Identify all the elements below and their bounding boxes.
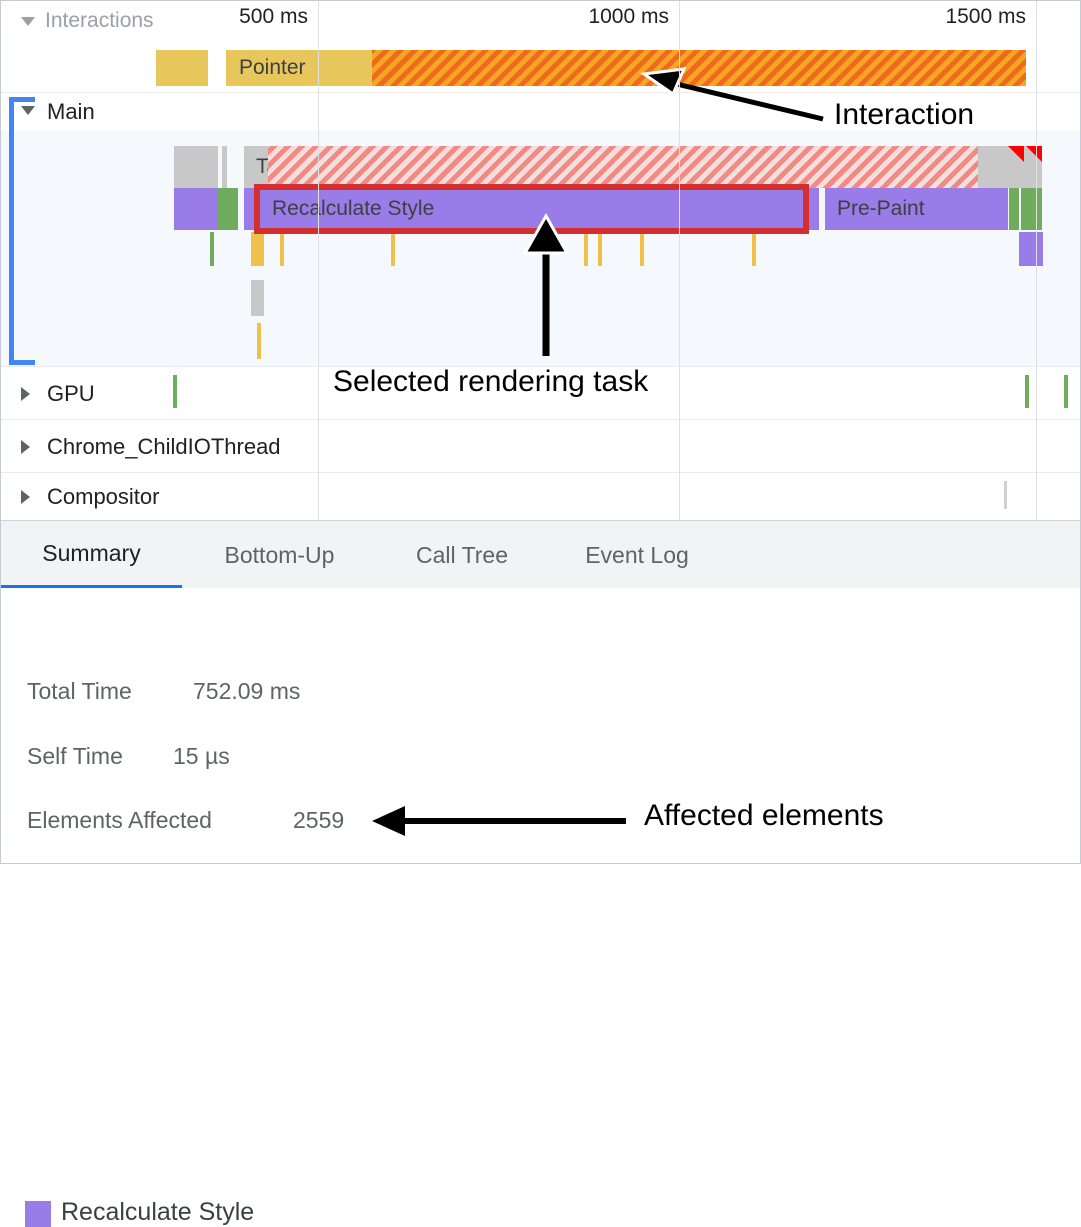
summary-key: Self Time — [27, 743, 123, 769]
main-track-header[interactable]: Main — [1, 93, 1080, 131]
ruler-gridline — [318, 1, 319, 520]
flame-bar[interactable] — [174, 146, 218, 188]
flame-bar[interactable] — [217, 188, 238, 230]
flame-bar[interactable] — [268, 146, 978, 188]
ruler-tick-label: 1000 ms — [588, 5, 669, 28]
summary-value: 2559 — [293, 807, 345, 833]
flame-bar[interactable] — [257, 323, 261, 359]
flame-bar-task[interactable]: Task — [244, 146, 299, 188]
thread-row-label: Chrome_ChildIOThread — [47, 433, 281, 459]
flame-bar-recalculate-style[interactable]: Recalculate Style — [260, 188, 819, 230]
flame-bar[interactable] — [584, 232, 588, 266]
thread-row-label: GPU — [47, 380, 95, 406]
thread-row-gpu[interactable]: GPU — [1, 366, 1080, 420]
flame-bar-label: Recalculate Style — [272, 197, 435, 220]
flame-bar[interactable] — [244, 188, 260, 230]
thread-row-chrome-childiothread[interactable]: Chrome_ChildIOThread — [1, 419, 1080, 473]
flame-bar[interactable] — [210, 232, 214, 266]
flame-bar[interactable] — [1009, 188, 1019, 230]
summary-key: Elements Affected — [27, 807, 212, 833]
flame-bar[interactable] — [1024, 146, 1042, 188]
interaction-bar-label: Pointer — [239, 56, 306, 79]
flame-bar[interactable] — [1021, 188, 1042, 230]
flame-bar[interactable] — [978, 146, 1024, 188]
main-flame-chart[interactable]: TaskRecalculate Style Pre-Paint — [1, 131, 1080, 366]
ruler-gridline — [679, 1, 680, 520]
long-task-warning-icon — [1008, 146, 1024, 162]
tab-event-log[interactable]: Event Log — [585, 541, 689, 568]
tab-call-tree[interactable]: Call Tree — [415, 541, 509, 568]
thread-event-mark[interactable] — [1064, 375, 1068, 408]
flame-bar-label: Task — [244, 146, 299, 188]
thread-event-mark[interactable] — [1025, 375, 1029, 408]
flame-bar[interactable] — [222, 146, 227, 188]
affected-elements-annotation: Affected elements — [644, 799, 884, 832]
chevron-down-icon[interactable] — [21, 106, 35, 115]
long-task-warning-icon — [1026, 146, 1042, 162]
main-selection-bracket-left — [9, 97, 14, 365]
thread-event-mark[interactable] — [173, 375, 177, 408]
summary-panel: Recalculate Style Total Time 752.09 ms Sel… — [1, 588, 1080, 1227]
flame-bar[interactable] — [251, 232, 264, 266]
interactions-track-header[interactable]: Interactions — [21, 9, 154, 33]
flame-bar[interactable] — [251, 280, 264, 316]
interaction-annotation: Interaction — [834, 98, 975, 131]
summary-key: Total Time — [27, 678, 132, 704]
thread-event-mark[interactable] — [1004, 481, 1007, 509]
details-tab-bar[interactable]: Summary Bottom-Up Call Tree Event Log — [1, 520, 1080, 589]
flame-bar[interactable] — [1019, 232, 1043, 266]
chevron-right-icon[interactable] — [21, 386, 30, 401]
ruler-tick-label: 1500 ms — [945, 5, 1026, 28]
chevron-right-icon[interactable] — [21, 439, 30, 454]
tab-bottom-up[interactable]: Bottom-Up — [224, 541, 335, 568]
chevron-down-icon[interactable] — [21, 16, 35, 26]
selected-task-annotation: Selected rendering task — [333, 365, 649, 398]
main-selection-bracket-top — [9, 97, 35, 102]
flame-bar[interactable] — [174, 188, 217, 230]
main-selection-bracket-bottom — [9, 360, 35, 365]
interaction-bar[interactable] — [156, 50, 208, 86]
interactions-track-label: Interactions — [45, 9, 154, 32]
flame-bar[interactable] — [280, 232, 284, 266]
thread-row-compositor[interactable]: Compositor — [1, 472, 1080, 521]
summary-value: 752.09 ms — [193, 678, 301, 704]
flame-bar[interactable] — [598, 232, 602, 266]
tab-summary[interactable]: Summary — [1, 521, 182, 589]
timeline-ruler[interactable]: Interactions 500 ms 1000 ms 1500 ms — [1, 1, 1080, 42]
flame-bar-label: Pre-Paint — [837, 197, 925, 220]
event-color-swatch — [25, 1201, 51, 1227]
flame-bar[interactable] — [640, 232, 644, 266]
interactions-track[interactable]: Pointer — [1, 42, 1080, 93]
interaction-bar-pointer[interactable]: Pointer — [226, 50, 372, 86]
flame-bar[interactable] — [752, 232, 756, 266]
thread-row-label: Compositor — [47, 484, 160, 509]
chevron-right-icon[interactable] — [21, 490, 30, 504]
ruler-tick-label: 500 ms — [239, 5, 308, 28]
flame-bar[interactable] — [391, 232, 395, 266]
main-track-label: Main — [47, 99, 95, 124]
flame-bar-pre-paint[interactable]: Pre-Paint — [825, 188, 1008, 230]
summary-value: 15 µs — [173, 743, 230, 769]
summary-event-name: Recalculate Style — [61, 1198, 255, 1226]
interaction-bar[interactable] — [372, 50, 1026, 86]
ruler-gridline — [1036, 1, 1037, 520]
